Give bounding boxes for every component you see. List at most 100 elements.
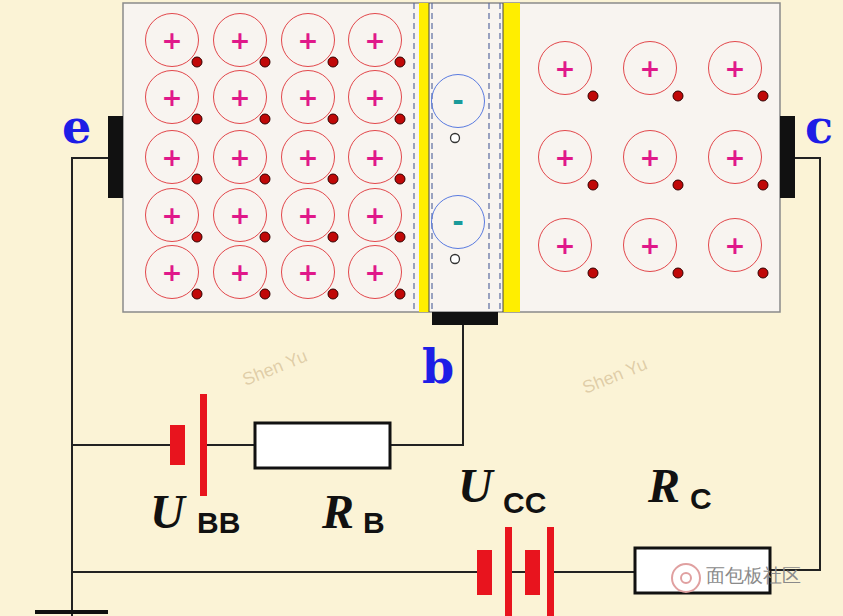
resistor-label: R xyxy=(648,462,680,510)
hole-circle: + xyxy=(623,130,677,184)
hole-circle: + xyxy=(213,188,267,242)
charge-sign: + xyxy=(230,260,251,285)
charge-sign: - xyxy=(452,208,464,236)
electron-dot xyxy=(192,114,202,124)
hole-circle: + xyxy=(281,130,335,184)
logo-icon xyxy=(681,573,691,583)
electron-dot xyxy=(328,232,338,242)
hole-circle: + xyxy=(145,70,199,124)
electron-dot xyxy=(395,289,405,299)
charge-sign: + xyxy=(162,85,183,110)
hole-circle: + xyxy=(538,218,592,272)
charge-sign: + xyxy=(555,233,576,258)
resistor-label: R xyxy=(322,488,354,536)
junction-line xyxy=(503,3,504,312)
electron-dot xyxy=(395,174,405,184)
ground-symbol xyxy=(35,610,108,614)
electron-dot xyxy=(192,174,202,184)
charge-sign: + xyxy=(298,85,319,110)
charge-sign: + xyxy=(365,145,386,170)
electron-dot xyxy=(192,232,202,242)
charge-sign: + xyxy=(162,145,183,170)
electron-dot xyxy=(758,268,768,278)
hole-circle: + xyxy=(623,218,677,272)
watermark: Shen Yu xyxy=(240,347,310,389)
charge-sign: + xyxy=(365,260,386,285)
symbol-subscript: BB xyxy=(197,508,240,538)
battery-plate xyxy=(170,425,185,465)
charge-sign: + xyxy=(725,56,746,81)
charge-sign: + xyxy=(640,233,661,258)
terminal-label: e xyxy=(62,104,91,150)
hole-dot xyxy=(451,134,460,143)
hole-circle: + xyxy=(213,130,267,184)
hole-circle: + xyxy=(281,245,335,299)
battery-plate xyxy=(547,527,554,616)
hole-circle: + xyxy=(623,41,677,95)
carrier-dots xyxy=(192,57,768,299)
symbol-subscript: C xyxy=(690,484,712,514)
electron-dot xyxy=(673,268,683,278)
charge-sign: + xyxy=(230,203,251,228)
charge-sign: + xyxy=(365,85,386,110)
battery-plate xyxy=(525,550,540,595)
charge-sign: + xyxy=(555,145,576,170)
circuit-wires xyxy=(72,158,820,616)
hole-circle: + xyxy=(538,130,592,184)
electron-dot xyxy=(260,114,270,124)
charge-sign: + xyxy=(555,56,576,81)
charge-sign: + xyxy=(230,85,251,110)
electron-dot xyxy=(260,57,270,67)
charge-sign: + xyxy=(162,28,183,53)
hole-circle: + xyxy=(281,188,335,242)
hole-circle: + xyxy=(348,188,402,242)
circuit-wire xyxy=(512,571,525,573)
battery-plate xyxy=(505,527,512,616)
resistor-symbol xyxy=(255,423,390,468)
charge-sign: + xyxy=(298,145,319,170)
hole-circle: + xyxy=(708,218,762,272)
charge-sign: - xyxy=(452,87,464,115)
battery-plate xyxy=(200,394,207,496)
electron-dot xyxy=(260,174,270,184)
electron-dot xyxy=(395,57,405,67)
hole-circle: + xyxy=(281,13,335,67)
hole-circle: + xyxy=(348,70,402,124)
charge-sign: + xyxy=(725,145,746,170)
charge-sign: + xyxy=(365,203,386,228)
electron-dot xyxy=(758,91,768,101)
logo-icon xyxy=(672,564,700,592)
charge-sign: + xyxy=(230,28,251,53)
electron-dot xyxy=(588,180,598,190)
battery-plate xyxy=(477,550,492,595)
hole-circle: + xyxy=(538,41,592,95)
symbol-subscript: B xyxy=(363,508,385,538)
watermark: Shen Yu xyxy=(580,355,650,397)
hole-circle: + xyxy=(348,130,402,184)
electron-dot xyxy=(260,289,270,299)
terminal-label: c xyxy=(805,104,833,150)
electron-dot xyxy=(328,289,338,299)
hole-circle: + xyxy=(213,70,267,124)
electron-dot xyxy=(328,57,338,67)
source-symbol: U xyxy=(150,488,185,536)
watermark: 面包板社区 xyxy=(706,566,801,585)
electron-dot xyxy=(588,91,598,101)
charge-sign: + xyxy=(298,260,319,285)
charge-sign: + xyxy=(640,145,661,170)
depletion-layer xyxy=(503,3,520,312)
electron-dot xyxy=(588,268,598,278)
charge-sign: + xyxy=(162,260,183,285)
electron-dot xyxy=(192,57,202,67)
charge-sign: + xyxy=(230,145,251,170)
collector-terminal xyxy=(780,116,795,198)
terminal-label: b xyxy=(422,344,454,390)
electron-dot xyxy=(395,232,405,242)
hole-circle: + xyxy=(348,245,402,299)
electron-circle: - xyxy=(431,74,485,128)
hole-circle: + xyxy=(213,245,267,299)
electron-circle: - xyxy=(431,195,485,249)
charge-sign: + xyxy=(162,203,183,228)
